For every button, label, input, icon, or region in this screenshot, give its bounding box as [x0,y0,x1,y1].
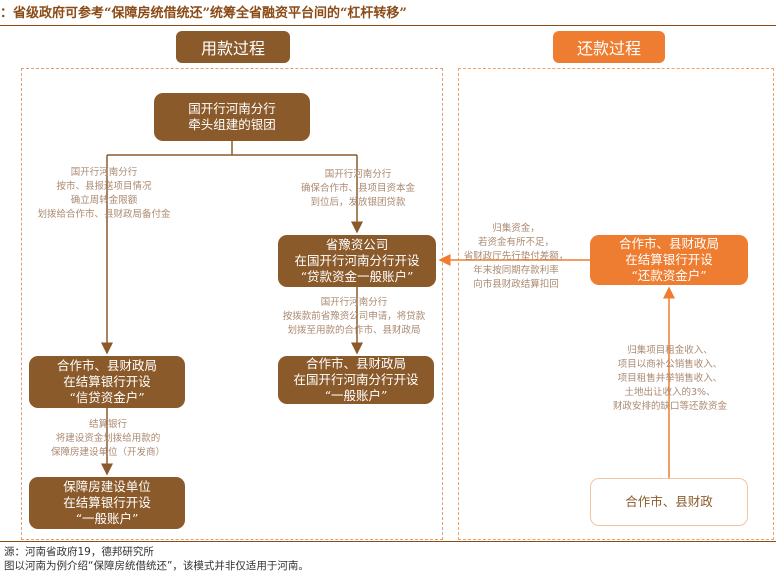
header-title: ：省级政府可参考“保障房统借统还”统筹全省融资平台间的“杠杆转移” [0,6,407,21]
use-process-frame [21,68,443,540]
county-finance-label: 合作市、县财政 [625,494,713,509]
provincial-company-line-3: “贷款资金一般账户” [300,269,414,284]
housing-builder-account-box: 保障房建设单位 在结算银行开设 “一般账户” [29,477,185,529]
bank-syndicate-line-2: 牵头组建的银团 [188,117,276,132]
note-loan-line-1: 国开行河南分行 [324,169,392,180]
note-loan-line-3: 到位后，发放银团贷款 [310,197,406,208]
note-settlement-line-1: 结算银行 [88,419,127,430]
note-transfer-line-1: 国开行河南分行 [320,297,388,308]
note-sources-line-3: 项目租售并举销售收入、 [617,373,723,384]
provincial-company-box: 省豫资公司 在国开行河南分行开设 “贷款资金一般账户” [278,235,436,287]
general-account-box: 合作市、县财政局 在国开行河南分行开设 “一般账户” [278,356,434,404]
note-transfer-line-2: 按拨款前省豫资公司申请，将贷款 [282,311,426,322]
county-finance-box: 合作市、县财政 [590,478,748,526]
general-account-line-1: 合作市、县财政局 [305,356,406,371]
repayment-account-box: 合作市、县财政局 在结算银行开设 “还款资金户” [590,235,748,285]
note-reserve-line-4: 划拨给合作市、县财政局备付金 [37,209,171,220]
credit-fund-line-2: 在结算银行开设 [63,374,151,389]
note-repayment-sources: 归集项目租金收入、 项目以商补公销售收入、 项目租售并举销售收入、 土地出让收入… [592,344,748,414]
housing-builder-line-1: 保障房建设单位 [63,479,151,494]
note-reserve-line-1: 国开行河南分行 [70,167,138,178]
note-sources-line-5: 财政安排的缺口等还款资金 [612,401,727,412]
note-reserve-fund: 国开行河南分行 按市、县报送项目情况 确立周转金限额 划拨给合作市、县财政局备付… [20,166,188,222]
note-collection-line-4: 年末按同期存款利率 [473,265,559,276]
note-syndicated-loan: 国开行河南分行 确保合作市、县项目资本金 到位后，发放银团贷款 [276,168,440,210]
repayment-line-3: “还款资金户” [631,268,707,283]
note-loan-line-2: 确保合作市、县项目资本金 [300,183,415,194]
credit-fund-account-box: 合作市、县财政局 在结算银行开设 “信贷资金户” [29,356,185,408]
repay-process-frame [458,68,774,540]
note-sources-line-1: 归集项目租金收入、 [627,345,713,356]
housing-builder-line-3: “一般账户” [75,511,139,526]
note-settlement-line-2: 将建设资金划拨给用款的 [55,433,161,444]
note-collection-line-1: 归集资金， [492,223,540,234]
footer-source: 源：河南省政府19，德邦研究所 [4,546,154,558]
note-sources-line-2: 项目以商补公销售收入、 [617,359,723,370]
repayment-line-1: 合作市、县财政局 [618,236,719,251]
repay-process-label: 还款过程 [553,31,665,63]
note-reserve-line-2: 按市、县报送项目情况 [56,181,152,192]
bank-syndicate-line-1: 国开行河南分行 [188,101,276,116]
note-collection-line-2: 若资金有所不足， [477,237,554,248]
general-account-line-2: 在国开行河南分行开设 [293,372,419,387]
note-sources-line-4: 土地出让收入的3%、 [624,387,716,398]
note-fund-collection: 归集资金， 若资金有所不足， 省财政厅先行垫付差额， 年末按同期存款利率 向市县… [446,222,586,292]
arrow-bank-to-branches [107,141,357,156]
footer-note: 图以河南为例介绍“保障房统借统还”，该模式并非仅适用于河南。 [4,560,309,572]
credit-fund-line-3: “信贷资金户” [69,390,145,405]
note-loan-transfer: 国开行河南分行 按拨款前省豫资公司申请，将贷款 划拨至用款的合作市、县财政局 [264,296,444,338]
bank-syndicate-box: 国开行河南分行 牵头组建的银团 [154,93,310,141]
note-settlement-line-3: 保障房建设单位（开发商） [50,447,165,458]
credit-fund-line-1: 合作市、县财政局 [56,358,157,373]
note-collection-line-5: 向市县财政结算扣回 [473,279,559,290]
housing-builder-line-2: 在结算银行开设 [63,495,151,510]
note-collection-line-3: 省财政厅先行垫付差额， [463,251,569,262]
note-transfer-line-3: 划拨至用款的合作市、县财政局 [287,325,421,336]
repayment-line-2: 在结算银行开设 [625,252,713,267]
header-divider [0,25,776,26]
provincial-company-line-1: 省豫资公司 [325,237,389,252]
provincial-company-line-2: 在国开行河南分行开设 [294,253,420,268]
note-settlement-bank: 结算银行 将建设资金划拨给用款的 保障房建设单位（开发商） [26,418,190,460]
use-process-label: 用款过程 [176,31,290,63]
footer-divider [0,541,776,542]
general-account-line-3: “一般账户” [324,388,388,403]
note-reserve-line-3: 确立周转金限额 [70,195,138,206]
